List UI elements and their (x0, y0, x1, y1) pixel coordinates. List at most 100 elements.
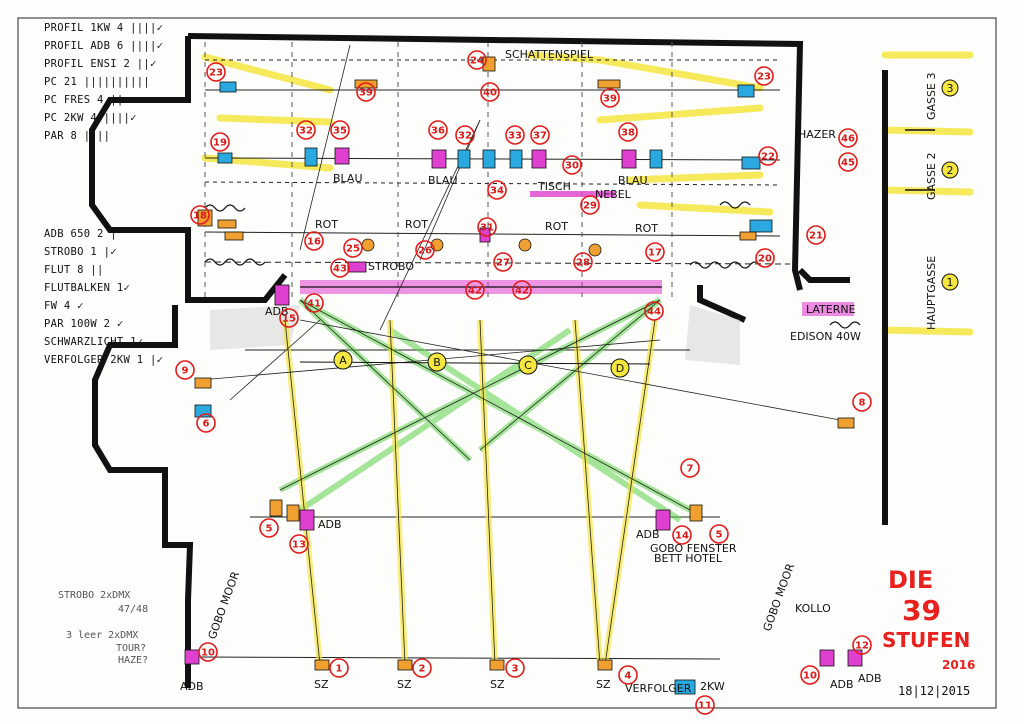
label-strobo: STROBO (368, 260, 414, 273)
channel-circle (530, 125, 550, 145)
channel-number: 22 (761, 152, 775, 163)
gasse-2-num: 2 (947, 164, 954, 177)
label-adb-4: ADB (180, 680, 204, 693)
channel-number: 29 (583, 201, 597, 212)
channel-marker: 18 (190, 205, 210, 225)
label-schattenspiel: SCHATTENSPIEL (505, 48, 594, 61)
channel-marker: 10 (800, 665, 820, 685)
channel-marker: 32 (455, 125, 475, 145)
label-hazer: HAZER (798, 128, 836, 141)
channel-marker: 40 (480, 82, 500, 102)
channel-circle (838, 152, 858, 172)
channel-marker: 34 (487, 180, 507, 200)
label-sz-4: SZ (596, 678, 611, 691)
inventory-item: FLUTBALKEN 1✓ (44, 282, 131, 294)
inventory-item: VERFOLGER 2KW 1 |✓ (44, 354, 164, 366)
channel-circle (852, 392, 872, 412)
channel-number: 11 (698, 701, 712, 712)
channel-circle (477, 217, 497, 237)
label-edison: EDISON 40W (790, 330, 861, 343)
channel-number: 37 (533, 131, 547, 142)
channel-marker: 8 (852, 392, 872, 412)
channel-marker: 3 (505, 658, 525, 678)
inventory-item: ADB 650 2 | (44, 228, 117, 240)
channel-circle (330, 120, 350, 140)
channel-number: 30 (565, 161, 579, 172)
channel-number: 6 (203, 419, 210, 430)
channel-circle (279, 308, 299, 328)
channel-circle (455, 125, 475, 145)
area-row (299, 361, 651, 365)
channel-circle (296, 120, 316, 140)
channel-number: 19 (213, 138, 227, 149)
channel-marker: 31 (477, 217, 497, 237)
label-2kw: 2KW (700, 680, 725, 693)
channel-number: 44 (647, 307, 661, 318)
channel-number: 3 (512, 664, 519, 675)
inventory-item: PROFIL ENSI 2 ||✓ (44, 58, 157, 70)
inventory-item: PAR 8 |||| (44, 130, 111, 142)
channel-circle (175, 360, 195, 380)
channel-marker: 13 (289, 534, 309, 554)
note-haze: HAZE? (118, 655, 149, 666)
note-leer: 3 leer 2xDMX (66, 630, 139, 641)
channel-number: 45 (841, 158, 855, 169)
inventory-item: FW 4 ✓ (44, 300, 84, 312)
channel-marker: 9 (175, 360, 195, 380)
channel-circle (356, 82, 376, 102)
label-gasse-2: GASSE 2 (925, 153, 938, 200)
channel-number: 38 (621, 128, 635, 139)
channel-marker: 37 (530, 125, 550, 145)
note-strobo-ch: 47/48 (118, 604, 149, 615)
area-d: D (616, 362, 624, 375)
area-circles (333, 79, 959, 378)
channel-circle (618, 665, 638, 685)
channel-circle (190, 205, 210, 225)
channel-circle (329, 658, 349, 678)
title-year: 2016 (942, 658, 976, 672)
channel-circle (505, 658, 525, 678)
channel-circle (852, 635, 872, 655)
channel-marker: 42 (465, 280, 485, 300)
channel-circle (505, 125, 525, 145)
label-adb-5: ADB (830, 678, 854, 691)
channel-marker: 22 (758, 146, 778, 166)
channel-marker: 23 (754, 66, 774, 86)
channel-number: 36 (431, 126, 445, 137)
label-laterne: LATERNE (806, 303, 856, 316)
stage-walls (89, 33, 888, 688)
channel-number: 20 (758, 254, 772, 265)
channel-marker: 11 (695, 695, 715, 715)
channel-number: 32 (299, 126, 313, 137)
channel-marker: 20 (755, 248, 775, 268)
channel-circle (480, 82, 500, 102)
label-rot-2: ROT (405, 218, 428, 231)
channel-number: 32 (458, 131, 472, 142)
label-verfolger: VERFOLGER (625, 682, 692, 695)
channel-marker: 29 (580, 195, 600, 215)
label-blau-2: BLAU (428, 174, 458, 187)
channel-circle (428, 120, 448, 140)
channel-circle (512, 280, 532, 300)
channel-circle (412, 658, 432, 678)
channel-circle (259, 518, 279, 538)
channel-number: 41 (307, 299, 321, 310)
label-adb-6: ADB (858, 672, 882, 685)
channel-number: 14 (675, 531, 689, 542)
gassen-dividers (905, 129, 935, 191)
title-stufen: STUFEN (882, 628, 971, 652)
channel-circle (487, 180, 507, 200)
channel-marker: 5 (259, 518, 279, 538)
channel-marker: 19 (210, 132, 230, 152)
channel-number: 31 (480, 223, 494, 234)
channel-circle (198, 642, 218, 662)
channel-marker: 7 (680, 458, 700, 478)
flybar (300, 191, 854, 316)
channel-number: 33 (508, 131, 522, 142)
channel-marker: 6 (196, 413, 216, 433)
channel-number: 23 (209, 68, 223, 79)
channel-marker: 43 (330, 258, 350, 278)
channel-marker: 38 (618, 122, 638, 142)
